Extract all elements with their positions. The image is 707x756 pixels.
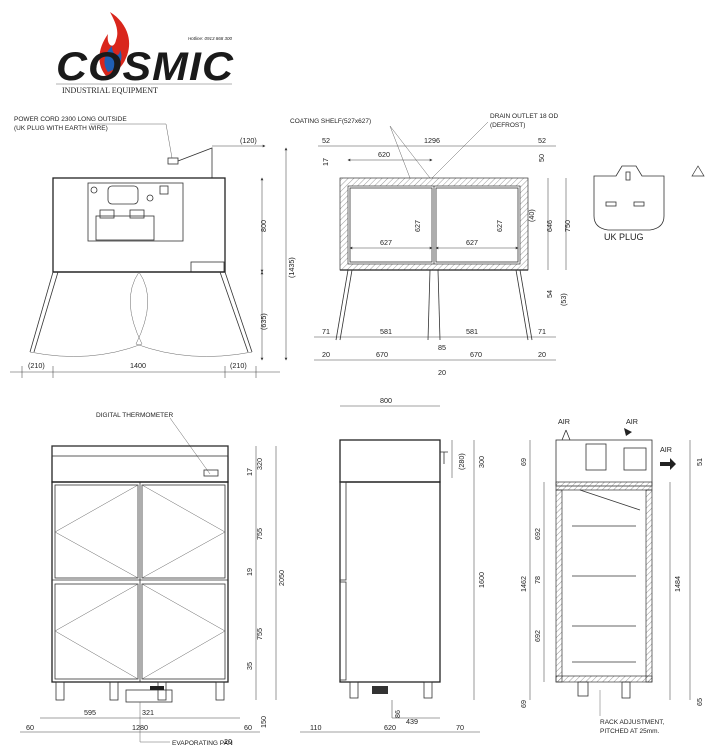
dim-86: 86 — [393, 710, 402, 718]
dim-20: 20 — [224, 737, 232, 746]
dim-670-left: 670 — [376, 350, 388, 359]
dim-646: 646 — [545, 220, 554, 232]
dim-800: 800 — [380, 396, 392, 405]
dim-755-bottom: 755 — [255, 628, 264, 640]
air-label-left: AIR — [558, 417, 570, 426]
dim-581-right: 581 — [466, 327, 478, 336]
plan-section-view: COATING SHELF(527x627) DRAIN OUTLET 18 O… — [290, 113, 572, 377]
dim-627-v-right: 627 — [495, 220, 504, 232]
dim-635: (635) — [259, 313, 268, 330]
dim-692-top: 692 — [533, 528, 542, 540]
dim-70: 70 — [456, 723, 464, 732]
dim-210-right: (210) — [230, 361, 247, 370]
dim-71-right: 71 — [538, 327, 546, 336]
air-arrow-right-icon — [660, 458, 676, 470]
dim-692-bottom: 692 — [533, 630, 542, 642]
air-arrow-left-icon — [561, 429, 571, 441]
dim-320: 320 — [255, 458, 264, 470]
power-cord-label: POWER CORD 2300 LONG OUTSIDE — [14, 116, 127, 123]
dim-40: (40) — [527, 209, 536, 222]
logo-tagline: INDUSTRIAL EQUIPMENT — [62, 86, 158, 95]
dim-620: 620 — [378, 150, 390, 159]
dim-800: 800 — [259, 220, 268, 232]
dim-627-h-left: 627 — [380, 238, 392, 247]
dim-71-left: 71 — [322, 327, 330, 336]
air-label-mid: AIR — [626, 417, 638, 426]
dim-50: 50 — [537, 154, 546, 162]
uk-plug-label: UK PLUG — [604, 232, 644, 242]
dim-627-h-right: 627 — [466, 238, 478, 247]
dim-439: 439 — [406, 717, 418, 726]
evaporating-pan-label: EVAPORATING PAN — [172, 740, 233, 747]
dim-1600: 1600 — [477, 572, 486, 588]
dim-69-bottom: 69 — [519, 700, 528, 708]
drain-outlet-note: (DEFROST) — [490, 122, 525, 129]
uk-plug-diagram: UK PLUG — [593, 165, 705, 242]
coating-shelf-label: COATING SHELF(527x627) — [290, 118, 371, 125]
dim-20-right: 20 — [538, 350, 546, 359]
dim-69-top: 69 — [519, 458, 528, 466]
dim-60-left: 60 — [26, 723, 34, 732]
dim-627-v-left: 627 — [413, 220, 422, 232]
dim-120: (120) — [240, 136, 257, 145]
dim-17: 17 — [321, 158, 330, 166]
dim-150: 150 — [259, 716, 268, 728]
dim-1296: 1296 — [424, 136, 440, 145]
dim-20-left: 20 — [322, 350, 330, 359]
logo-hotline: Hotline: 0913 868 300 — [188, 36, 233, 41]
dim-52-left: 52 — [322, 136, 330, 145]
dim-670-right: 670 — [470, 350, 482, 359]
dim-52-right: 52 — [538, 136, 546, 145]
dim-35: 35 — [245, 662, 254, 670]
dim-1280: 1280 — [132, 723, 148, 732]
dim-1400: 1400 — [130, 361, 146, 370]
logo-word: COSMIC — [56, 45, 234, 89]
flame-core-icon — [104, 46, 122, 72]
dim-1462: 1462 — [519, 576, 528, 592]
dim-51: 51 — [695, 458, 704, 466]
dim-321: 321 — [142, 708, 154, 717]
air-arrow-mid-icon — [624, 428, 632, 436]
dim-2050: 2050 — [277, 570, 286, 586]
brand-logo: COSMIC Hotline: 0913 868 300 INDUSTRIAL … — [56, 12, 234, 95]
dim-1435: (1435) — [287, 257, 296, 278]
dim-280: (280) — [457, 453, 466, 470]
dim-85: 85 — [438, 343, 446, 352]
dim-620: 620 — [384, 723, 396, 732]
dim-54: 54 — [545, 290, 554, 298]
dim-65: 65 — [695, 698, 704, 706]
dim-78: 78 — [533, 576, 542, 584]
dim-595: 595 — [84, 708, 96, 717]
dim-300: 300 — [477, 456, 486, 468]
cross-section-view: AIR AIR AIR 69 692 1462 78 692 69 51 148… — [519, 417, 704, 735]
digital-thermometer-label: DIGITAL THERMOMETER — [96, 412, 173, 419]
power-cord-note: (UK PLUG WITH EARTH WIRE) — [14, 125, 108, 132]
dim-19: 19 — [245, 568, 254, 576]
air-label-right: AIR — [660, 445, 672, 454]
front-view: DIGITAL THERMOMETER EVAPORATING PAN 17 3… — [20, 412, 286, 747]
dim-750: 750 — [563, 220, 572, 232]
side-view: 800 (280) 300 1600 86 439 110 620 70 — [300, 396, 486, 733]
dim-210-left: (210) — [28, 361, 45, 370]
dim-755-top: 755 — [255, 528, 264, 540]
dim-1484: 1484 — [673, 576, 682, 592]
plan-view-top: POWER CORD 2300 LONG OUTSIDE (UK PLUG WI… — [10, 116, 296, 378]
dim-17: 17 — [245, 468, 254, 476]
rack-adjustment-note: PITCHED AT 25mm. — [600, 728, 660, 735]
dim-53: (53) — [559, 293, 568, 306]
dim-581-left: 581 — [380, 327, 392, 336]
dim-60-right: 60 — [244, 723, 252, 732]
dim-20-bottom: 20 — [438, 368, 446, 377]
dim-110: 110 — [310, 723, 321, 732]
rack-adjustment-label: RACK ADJUSTMENT, — [600, 719, 664, 726]
warning-icon — [691, 165, 705, 177]
drain-outlet-label: DRAIN OUTLET 18 OD — [490, 113, 558, 120]
